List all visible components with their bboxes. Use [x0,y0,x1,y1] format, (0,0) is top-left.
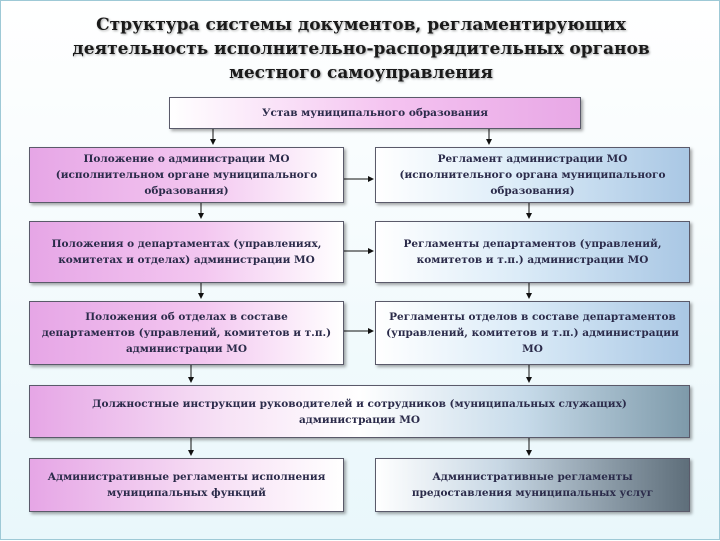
box-text-line: Регламенты департаментов (управлений, [403,238,662,250]
box-text-line: комитетах и отделах) администрации МО [58,254,315,266]
box-admin-regl-services: Административные регламенты предоставлен… [375,458,690,512]
box-text-line: (управлений, комитетов и т.п.) администр… [386,327,679,339]
box-text-line: администрации МО [299,413,420,426]
box-text-line: (исполнительного органа муниципального [399,169,666,181]
box-admin-reglament: Регламент администрации МО (исполнительн… [375,147,690,203]
box-admin-regl-functions: Административные регламенты исполнения м… [29,458,344,512]
title-line-3: местного самоуправления [229,63,493,83]
box-text-line: Административные регламенты исполнения [47,471,326,483]
box-text-line: Положения об отделах в составе [85,311,288,323]
box-text-line: Регламенты отделов в составе департамент… [389,311,676,323]
box-job-instructions: Должностные инструкции руководителей и с… [29,385,690,438]
box-text-line: Регламент администрации МО [437,153,628,165]
box-charter: Устав муниципального образования [169,97,581,129]
box-text-line: Административные регламенты [432,471,633,483]
title-line-2: деятельность исполнительно-распорядитель… [72,39,650,59]
box-dept-positions: Положения о департаментах (управлениях, … [29,221,344,283]
title-line-1: Структура системы документов, регламенти… [96,15,626,35]
box-text-line: комитетов и т.п.) администрации МО [416,254,649,266]
slide-title: Структура системы документов, регламенти… [41,13,681,85]
box-section-reglaments: Регламенты отделов в составе департамент… [375,301,690,365]
box-text-line: МО [522,343,543,355]
box-charter-label: Устав муниципального образования [261,107,489,119]
box-text-line: Положение о администрации МО [83,153,290,165]
box-text-line: департаментов (управлений, комитетов и т… [41,327,332,339]
box-text-line: (исполнительном органе муниципального [55,169,318,181]
box-text-line: администрации МО [126,343,247,355]
box-section-positions: Положения об отделах в составе департаме… [29,301,344,365]
box-admin-position: Положение о администрации МО (исполнител… [29,147,344,203]
box-dept-reglaments: Регламенты департаментов (управлений, ко… [375,221,690,283]
box-text-line: образования) [490,185,575,197]
box-text-line: предоставления муниципальных услуг [411,487,654,499]
box-text-line: образования) [144,185,229,197]
box-text-line: Положения о департаментах (управлениях, [51,238,322,250]
box-text-line: муниципальных функций [107,487,266,499]
box-text-line: Должностные инструкции руководителей и с… [92,397,627,410]
